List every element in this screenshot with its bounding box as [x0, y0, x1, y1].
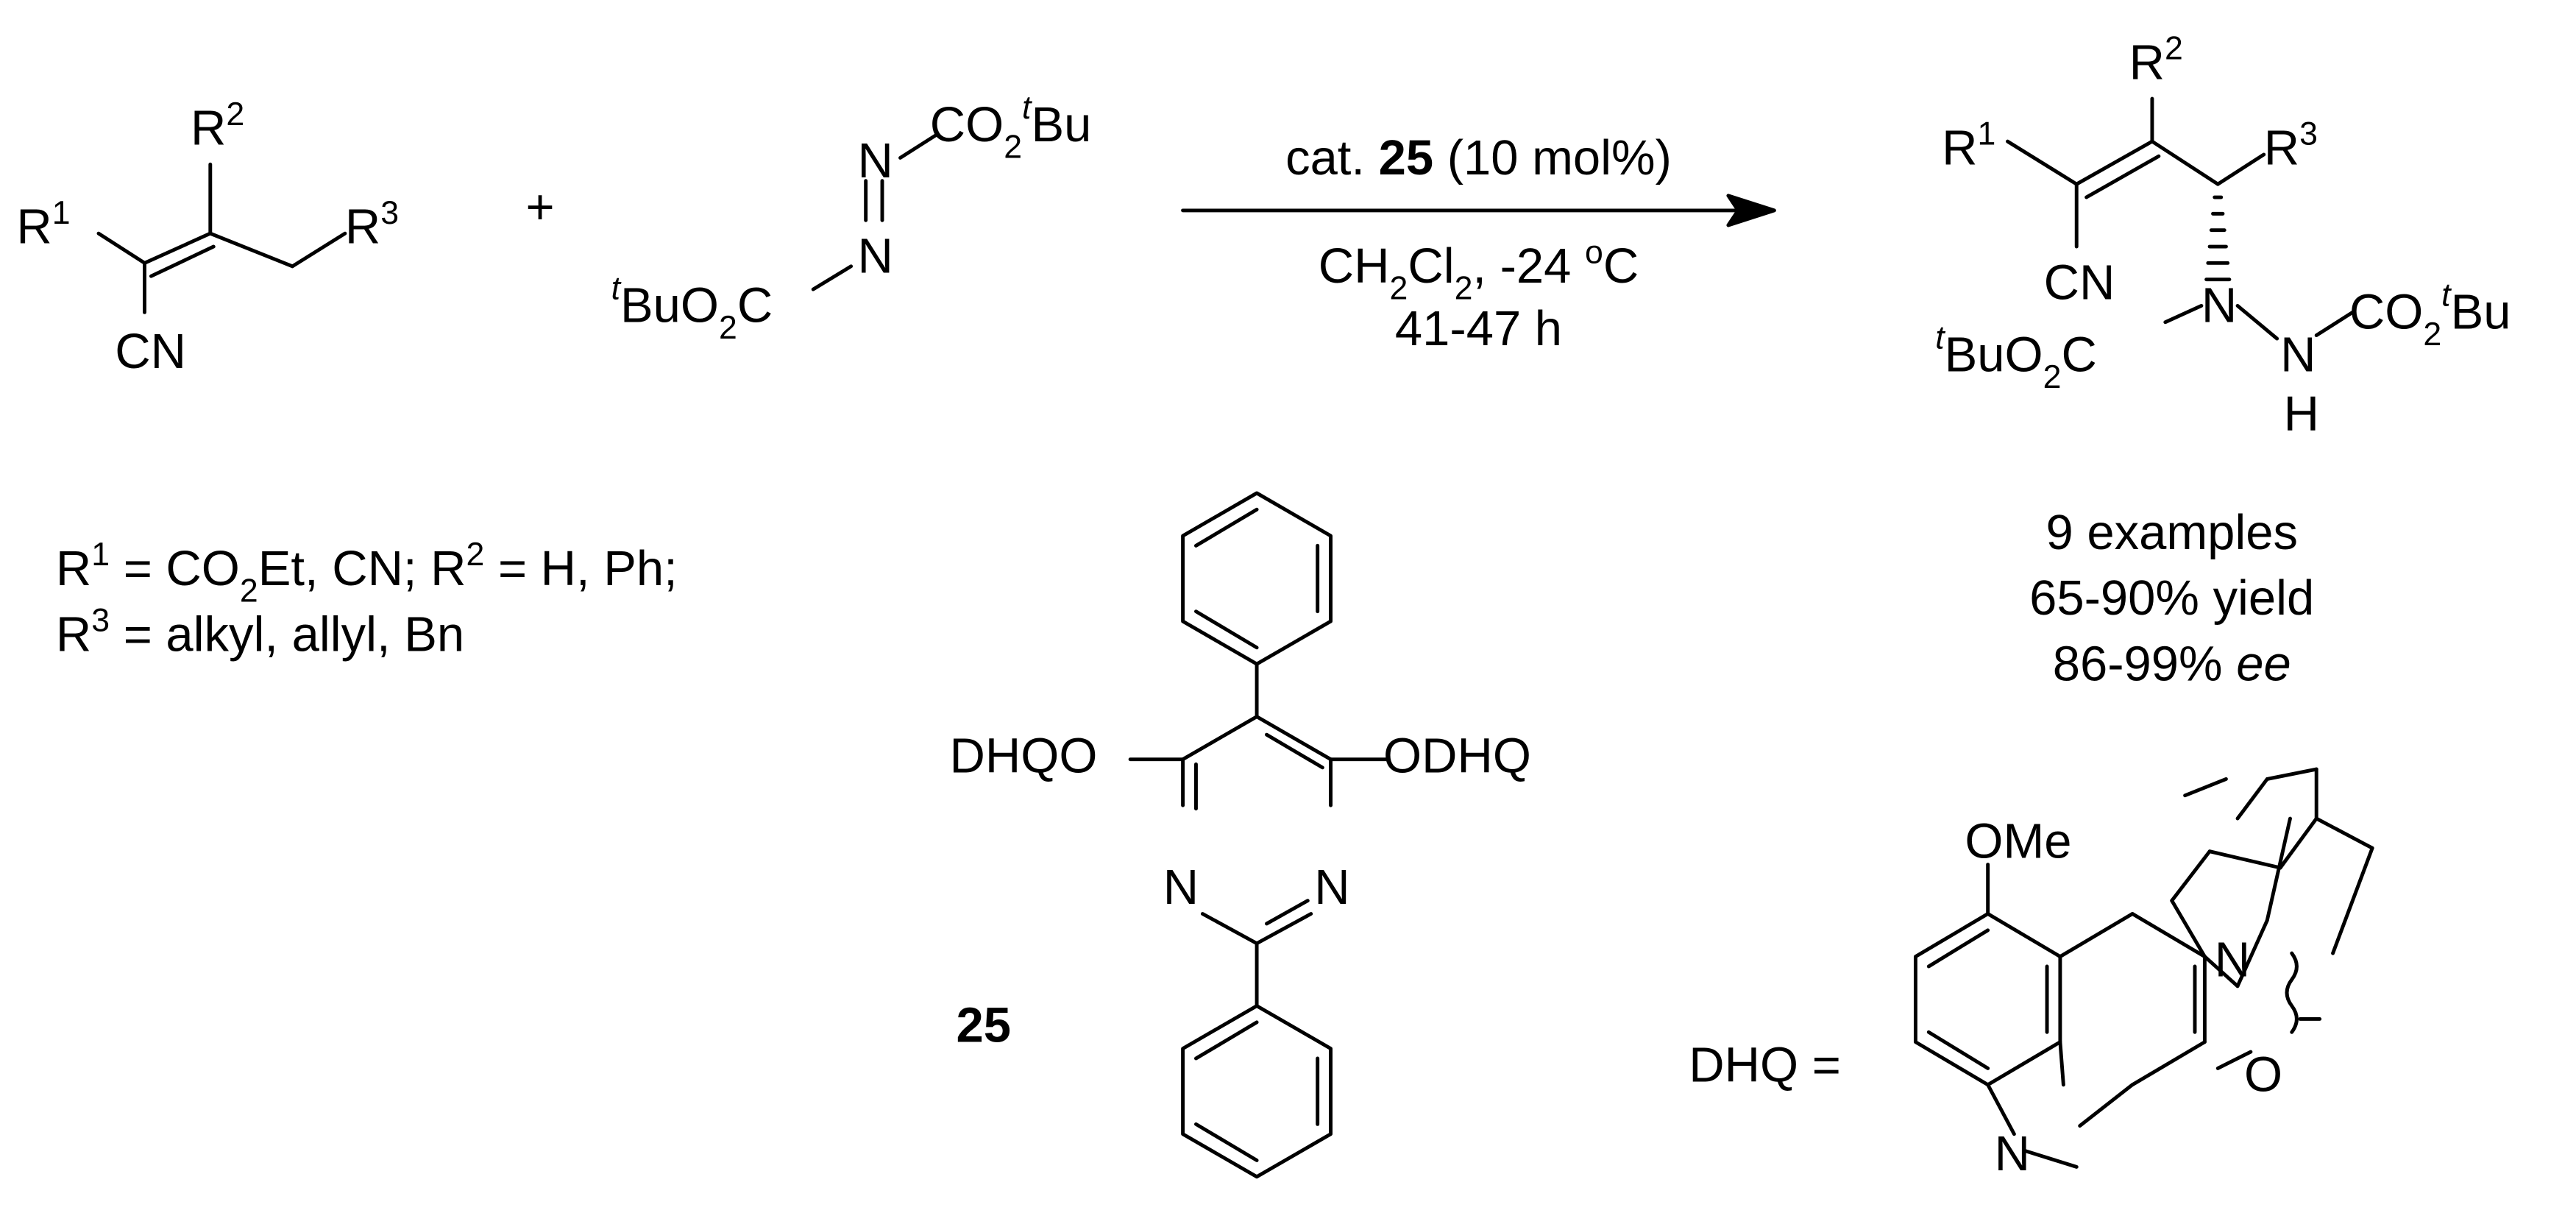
cn-label: CN: [115, 324, 186, 379]
azo-left-ester: tBuO2C: [611, 270, 773, 346]
solvent-temperature-condition: CH2Cl2, -24 oC: [1319, 234, 1639, 306]
hashed-wedge-bond: [2204, 195, 2232, 282]
dhq-structure: DHQ = OMe N N: [1689, 767, 2374, 1181]
catalyst-condition: cat. 25 (10 mol%): [1285, 130, 1672, 185]
catalyst-dhqo-left: DHQO: [950, 729, 1098, 784]
azo-n-top: N: [858, 133, 893, 188]
product-nh-hydrogen: H: [2284, 386, 2319, 442]
results-yield: 65-90% yield: [2029, 570, 2314, 626]
results-ee: 86-99% ee: [2053, 636, 2291, 691]
product-left-ester: tBuO2C: [1935, 319, 2097, 395]
r3-label: R3: [345, 195, 399, 255]
catalyst-compound-number: 25: [956, 998, 1011, 1053]
time-condition: 41-47 h: [1395, 301, 1562, 356]
substituents-line-1: R1 = CO2Et, CN; R2 = H, Ph;: [56, 537, 678, 609]
substituents-line-2: R3 = alkyl, allyl, Bn: [56, 602, 464, 662]
azo-n-bottom: N: [858, 229, 893, 284]
reaction-arrow: [1181, 194, 1776, 227]
product-r2-label: R2: [2129, 30, 2183, 90]
dhq-ring-n-label: N: [1995, 1126, 2030, 1181]
dhq-ome-label: OMe: [1965, 814, 2071, 869]
results-examples: 9 examples: [2046, 505, 2298, 560]
product-cn-label: CN: [2044, 255, 2115, 310]
plus-sign: +: [525, 180, 554, 235]
product-r3-label: R3: [2264, 116, 2318, 176]
dhq-bridge-n-label: N: [2215, 932, 2250, 987]
reactant-azodicarboxylate: CO2tBu N N tBuO2C: [611, 90, 1092, 346]
r2-label: R2: [191, 96, 244, 156]
azo-top-ester: CO2tBu: [930, 90, 1092, 166]
catalyst-n-right: N: [1314, 860, 1349, 915]
r1-label: R1: [16, 195, 70, 255]
dhq-oxygen-label: O: [2244, 1047, 2282, 1103]
dhq-label: DHQ =: [1689, 1037, 1841, 1092]
catalyst-odhq-right: ODHQ: [1383, 729, 1531, 784]
product-n1-label: N: [2201, 278, 2237, 333]
product-r1-label: R1: [1942, 116, 1995, 176]
product-n2-label: N: [2280, 328, 2316, 383]
product-right-ester: CO2tBu: [2349, 277, 2511, 353]
product-structure: R1 R2 R3 CN N N H CO2tBu tBuO2C: [1935, 30, 2511, 442]
catalyst-25-structure: DHQO ODHQ N N 25: [950, 491, 1531, 1179]
catalyst-n-left: N: [1163, 860, 1199, 915]
reactant-alkene-nitrile: R1 R2 R3 CN: [16, 96, 399, 379]
